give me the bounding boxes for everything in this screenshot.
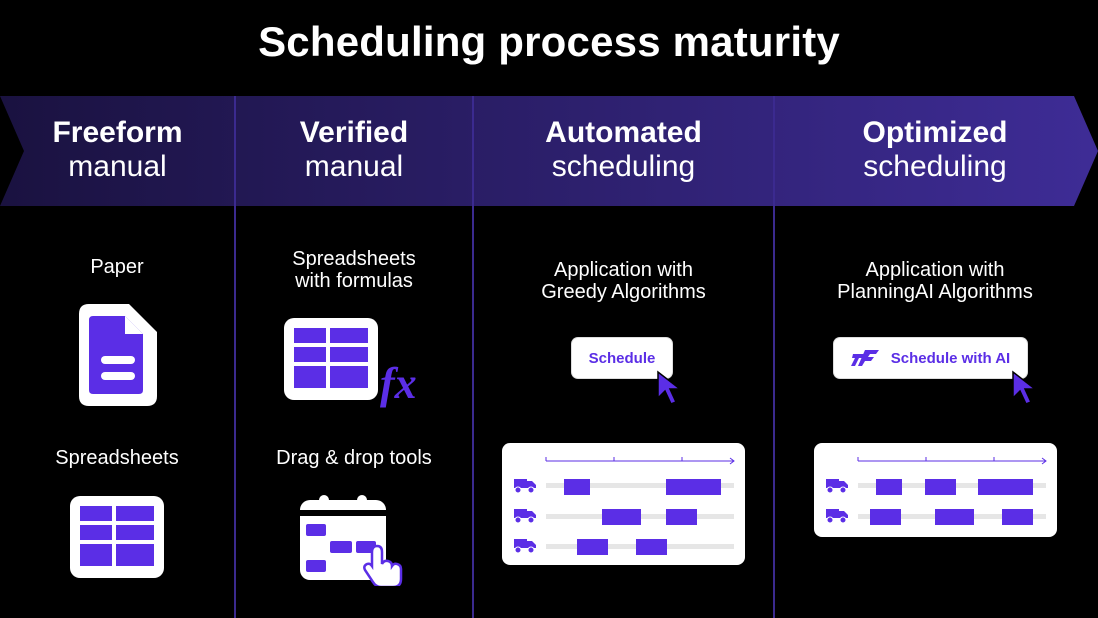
truck-icon bbox=[514, 539, 536, 554]
greedy-description: Application with Greedy Algorithms bbox=[474, 259, 773, 303]
truck-icon bbox=[826, 479, 848, 494]
column-header-bold: Optimized bbox=[862, 116, 1008, 149]
planningai-description: Application with PlanningAI Algorithms bbox=[775, 259, 1095, 303]
column-header-normal: manual bbox=[68, 150, 167, 183]
greedy-schedule-card bbox=[502, 443, 745, 565]
banner-arrow-shape bbox=[0, 96, 1098, 206]
label-line: Application with bbox=[865, 259, 1005, 281]
truck-icon bbox=[514, 479, 536, 494]
column-header-verified: Verified manual bbox=[236, 116, 472, 184]
label-line: Application with bbox=[554, 259, 693, 281]
column-divider-3 bbox=[773, 96, 775, 618]
label-line: with formulas bbox=[295, 270, 413, 292]
column-header-freeform: Freeform manual bbox=[20, 116, 215, 184]
cursor-arrow-icon bbox=[657, 370, 683, 405]
page-title: Scheduling process maturity bbox=[258, 18, 840, 65]
schedule-button[interactable]: Schedule bbox=[572, 338, 672, 378]
gantt-chart bbox=[514, 457, 735, 555]
column-header-normal: scheduling bbox=[551, 150, 696, 183]
gantt-chart bbox=[826, 457, 1047, 525]
column-header-normal: manual bbox=[304, 150, 404, 183]
schedule-with-ai-label: Schedule with AI bbox=[890, 349, 1011, 367]
column-divider-2 bbox=[472, 96, 474, 618]
truck-icon bbox=[826, 509, 848, 524]
paper-label: Paper bbox=[90, 256, 144, 278]
column-header-bold: Verified bbox=[299, 116, 409, 149]
column-header-optimized: Optimized scheduling bbox=[775, 116, 1095, 184]
column-header-bold: Automated bbox=[545, 116, 702, 149]
spreadsheets-formulas-label: Spreadsheets with formulas bbox=[236, 248, 472, 292]
spreadsheet-icon bbox=[70, 496, 164, 578]
timefold-logo-icon bbox=[850, 350, 879, 366]
truck-icon bbox=[514, 509, 536, 524]
spreadsheet-formula-icon: fx bbox=[284, 318, 417, 408]
cursor-arrow-icon bbox=[1012, 370, 1038, 405]
column-header-automated: Automated scheduling bbox=[474, 116, 773, 184]
calendar-drag-icon bbox=[300, 495, 403, 586]
drag-drop-label: Drag & drop tools bbox=[276, 447, 432, 469]
schedule-button-label: Schedule bbox=[588, 349, 656, 367]
optimized-schedule-card bbox=[814, 443, 1057, 537]
column-divider-1 bbox=[234, 96, 236, 618]
label-line: Greedy Algorithms bbox=[541, 281, 706, 303]
maturity-banner bbox=[0, 96, 1098, 206]
schedule-with-ai-button[interactable]: Schedule with AI bbox=[834, 338, 1027, 378]
paper-document-icon bbox=[79, 304, 157, 406]
fx-glyph: fx bbox=[380, 359, 417, 408]
spreadsheets-label: Spreadsheets bbox=[55, 447, 179, 469]
label-line: PlanningAI Algorithms bbox=[837, 281, 1033, 303]
column-header-bold: Freeform bbox=[52, 116, 183, 149]
column-header-normal: scheduling bbox=[863, 150, 1007, 183]
label-line: Spreadsheets bbox=[292, 248, 416, 270]
